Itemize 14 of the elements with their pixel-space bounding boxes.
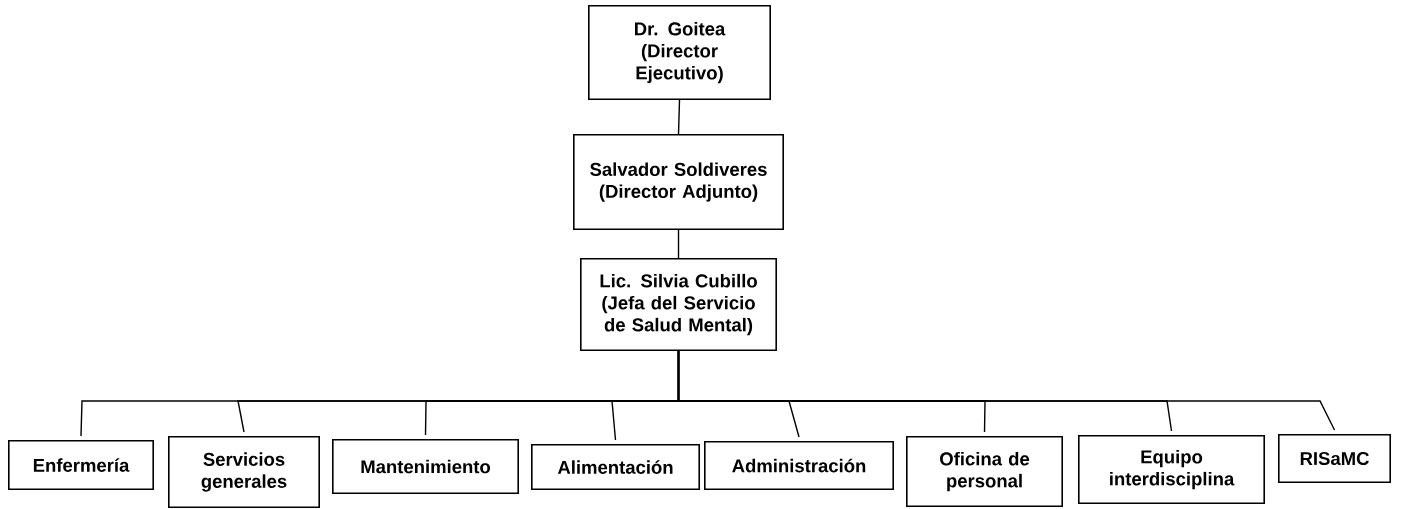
org-box: Administración <box>704 441 894 490</box>
org-box: RISaMC <box>1278 434 1391 483</box>
org-box: Dr. Goitea (Director Ejecutivo) <box>588 5 771 100</box>
connector-line <box>677 99 681 135</box>
org-box: Enfermería <box>8 440 154 490</box>
org-box: Alimentación <box>531 444 700 490</box>
org-box: Oficina de personal <box>906 436 1063 507</box>
org-box: Servicios generales <box>168 436 320 508</box>
connector-line <box>677 229 680 259</box>
connector-line <box>677 350 1336 431</box>
org-box: Salvador Soldiveres (Director Adjunto) <box>573 134 784 230</box>
org-box: Mantenimiento <box>332 439 519 494</box>
org-box: Equipo interdisciplina <box>1078 435 1265 504</box>
org-box: Lic. Silvia Cubillo (Jefa del Servicio de Salud Mental) <box>580 258 777 351</box>
